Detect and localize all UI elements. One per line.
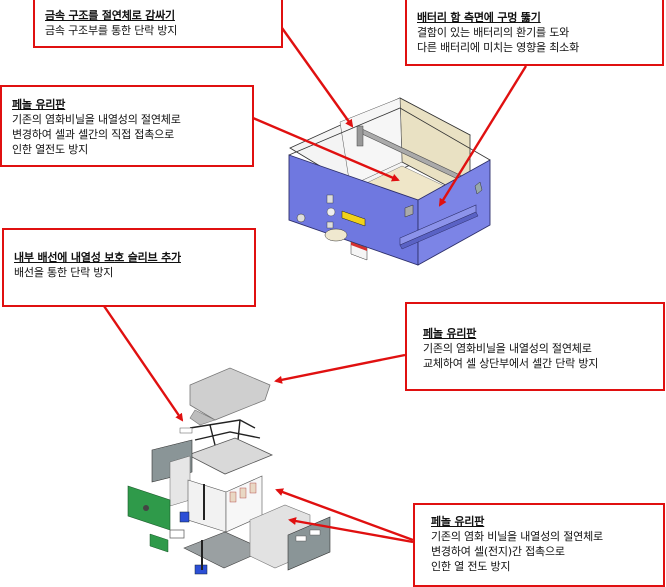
callout-title: 배터리 함 측면에 구멍 뚫기	[417, 11, 541, 24]
callout-line: 금속 구조부를 통한 단락 방지	[45, 24, 178, 37]
callout-title: 페놀 유리판	[423, 327, 477, 340]
callout-line: 인한 열전도 방지	[12, 143, 89, 156]
callout-metal-structure-insulation: 금속 구조를 절연체로 감싸기 금속 구조부를 통한 단락 방지	[33, 0, 283, 48]
callout-line: 배선을 통한 단락 방지	[14, 266, 114, 279]
callout-arrows	[103, 27, 528, 544]
callout-title: 내부 배선에 내열성 보호 슬리브 추가	[14, 251, 181, 264]
callout-title: 금속 구조를 절연체로 감싸기	[45, 9, 175, 22]
arrow-wiring-sleeve	[103, 305, 184, 422]
callout-title: 페놀 유리판	[431, 515, 485, 528]
callout-line: 변경하여 셀과 셀간의 직접 접촉으로	[12, 128, 174, 141]
callout-line: 변경하여 셀(전지)간 접촉으로	[431, 545, 565, 558]
callout-title: 페놀 유리판	[12, 98, 66, 111]
callout-line: 기존의 염화 비닐을 내열성의 절연체로	[431, 530, 603, 543]
callout-phenolic-glass-plate-side: 페놀 유리판 기존의 염화 비닐을 내열성의 절연체로 변경하여 셀(전지)간 …	[413, 503, 665, 587]
callout-line: 교체하여 셀 상단부에서 셀간 단락 방지	[423, 357, 599, 370]
callout-line: 기존의 염화비닐을 내열성의 절연체로	[12, 113, 181, 126]
callout-line: 결함이 있는 배터리의 환기를 도와	[417, 26, 570, 39]
exploded-assembly-illustration	[127, 367, 331, 575]
callout-wiring-protective-sleeve: 내부 배선에 내열성 보호 슬리브 추가 배선을 통한 단락 방지	[2, 228, 256, 307]
arrow-cell-side-1	[275, 488, 414, 542]
callout-side-vent-holes: 배터리 함 측면에 구멍 뚫기 결함이 있는 배터리의 환기를 도와 다른 배터…	[405, 0, 664, 66]
arrow-side-vent	[438, 65, 528, 207]
callout-line: 기존의 염화비닐을 내열성의 절연체로	[423, 342, 592, 355]
battery-enclosure-illustration	[288, 97, 491, 266]
callout-phenolic-glass-plate-cells: 페놀 유리판 기존의 염화비닐을 내열성의 절연체로 변경하여 셀과 셀간의 직…	[0, 85, 254, 167]
callout-phenolic-glass-plate-top: 페놀 유리판 기존의 염화비닐을 내열성의 절연체로 교체하여 셀 상단부에서 …	[405, 302, 665, 391]
arrow-cell-side-2	[288, 517, 414, 544]
callout-line: 인한 열 전도 방지	[431, 560, 511, 573]
arrow-phenolic-cell	[252, 116, 400, 182]
arrow-metal-structure	[281, 27, 354, 128]
callout-line: 다른 배터리에 미치는 영향을 최소화	[417, 41, 579, 54]
arrow-top-plate	[274, 353, 406, 384]
